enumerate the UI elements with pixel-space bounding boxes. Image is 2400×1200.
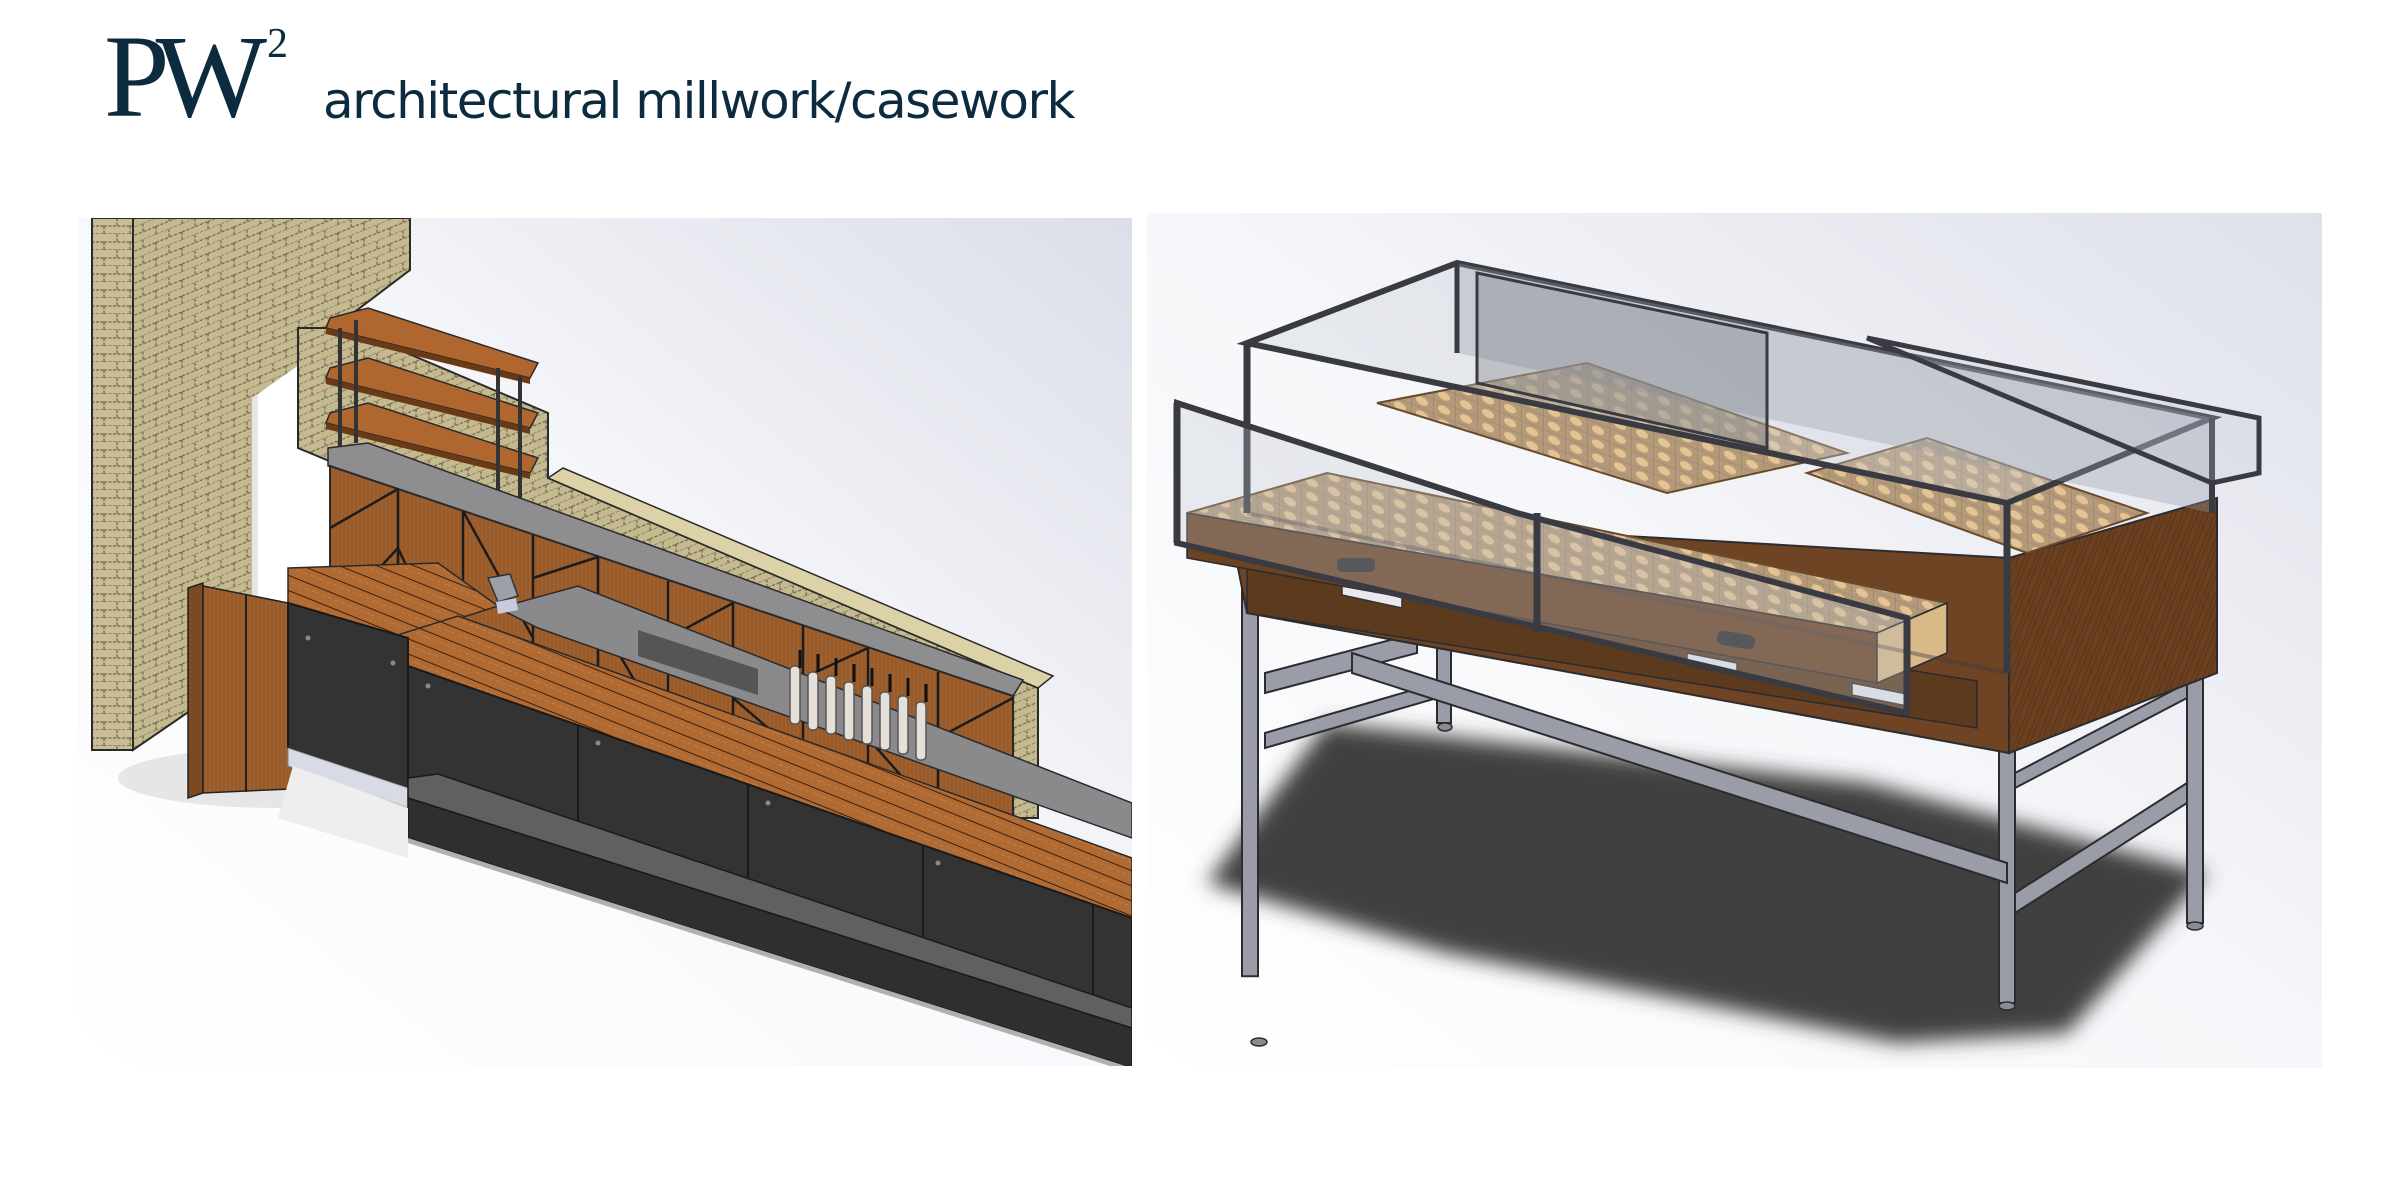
beer-taps bbox=[638, 629, 928, 761]
display-case-illustration bbox=[1147, 213, 2322, 1068]
logo-superscript: 2 bbox=[267, 21, 288, 67]
logo-text: PW bbox=[104, 11, 267, 142]
tagline: architectural millwork/casework bbox=[323, 72, 1075, 130]
wall-shelves bbox=[324, 307, 540, 518]
foot-rail bbox=[407, 773, 1132, 1066]
metal-frame bbox=[1241, 543, 2204, 1004]
front-glass-sash bbox=[1173, 398, 1911, 717]
bar-render-image bbox=[78, 218, 1132, 1066]
bar-render-illustration bbox=[78, 218, 1132, 1066]
display-case-render-image bbox=[1147, 213, 2322, 1068]
floor-shadow bbox=[1207, 723, 2207, 1043]
glass-case bbox=[1236, 259, 2223, 675]
pos-tablet-stand bbox=[486, 573, 519, 614]
